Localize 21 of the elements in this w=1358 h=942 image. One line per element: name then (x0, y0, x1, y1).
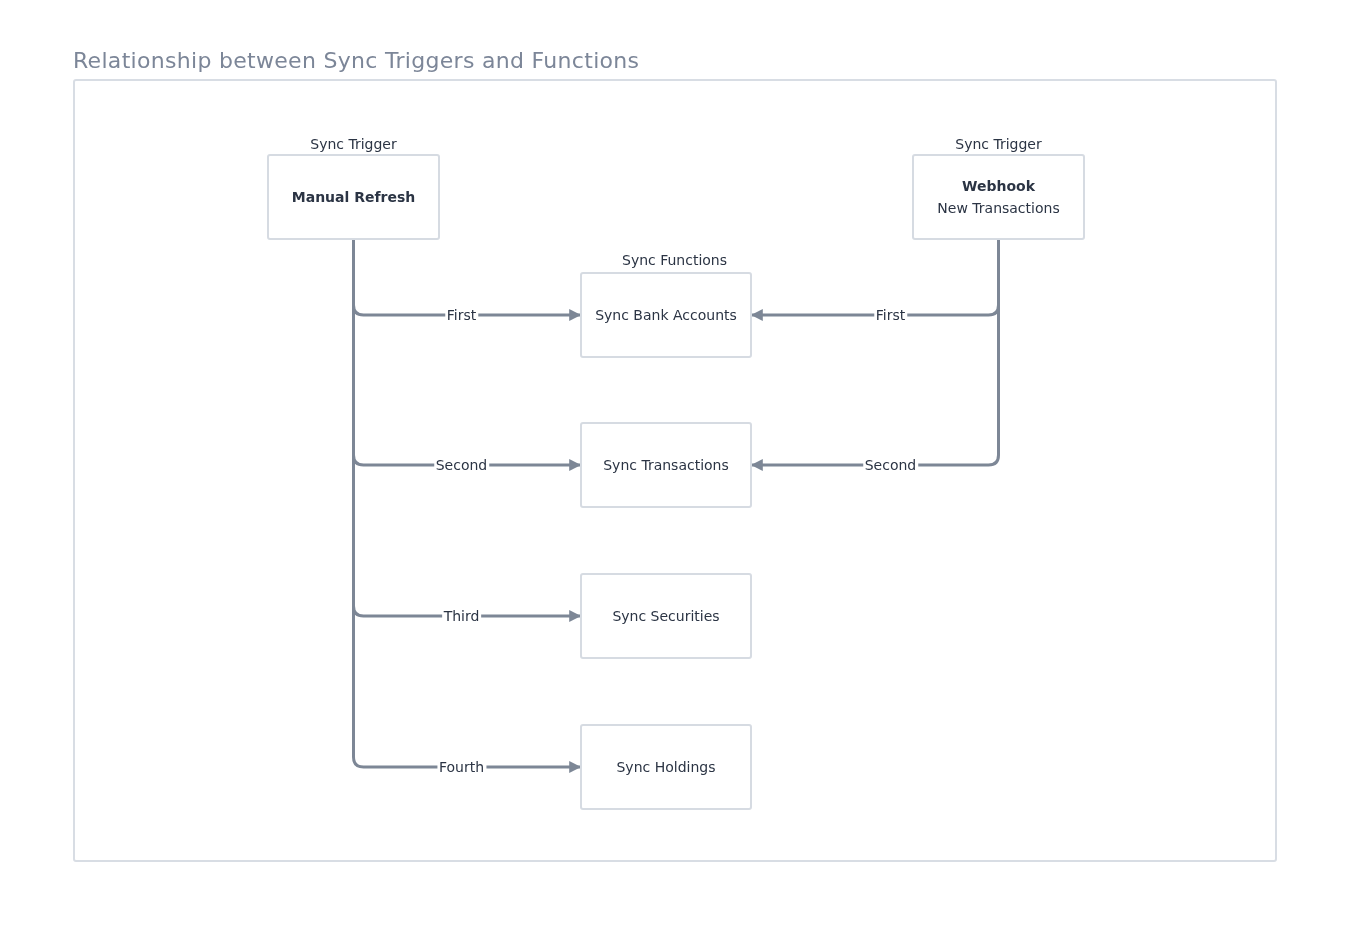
function-name: Sync Securities (612, 608, 720, 624)
edge-label: Second (433, 457, 490, 473)
trigger-name: Manual Refresh (290, 188, 417, 207)
function-box (580, 422, 752, 508)
trigger-detail: New Transactions (937, 199, 1060, 218)
function-box (580, 272, 752, 358)
function-name: Sync Holdings (616, 759, 716, 775)
function-box (580, 724, 752, 810)
trigger-heading: Sync Trigger (309, 136, 398, 152)
edge-label: Second (862, 457, 919, 473)
diagram-title: Relationship between Sync Triggers and Functions (73, 48, 640, 73)
edge-label: Fourth (436, 759, 487, 775)
function-box (580, 573, 752, 659)
connector-arrow (750, 240, 1000, 471)
trigger-name: Webhook (961, 177, 1036, 196)
edge-label: First (444, 307, 479, 323)
edge-label: First (873, 307, 908, 323)
function-name: Sync Transactions (603, 457, 729, 473)
function-name: Sync Bank Accounts (595, 307, 737, 323)
trigger-heading: Sync Trigger (954, 136, 1043, 152)
edge-label: Third (441, 608, 482, 624)
